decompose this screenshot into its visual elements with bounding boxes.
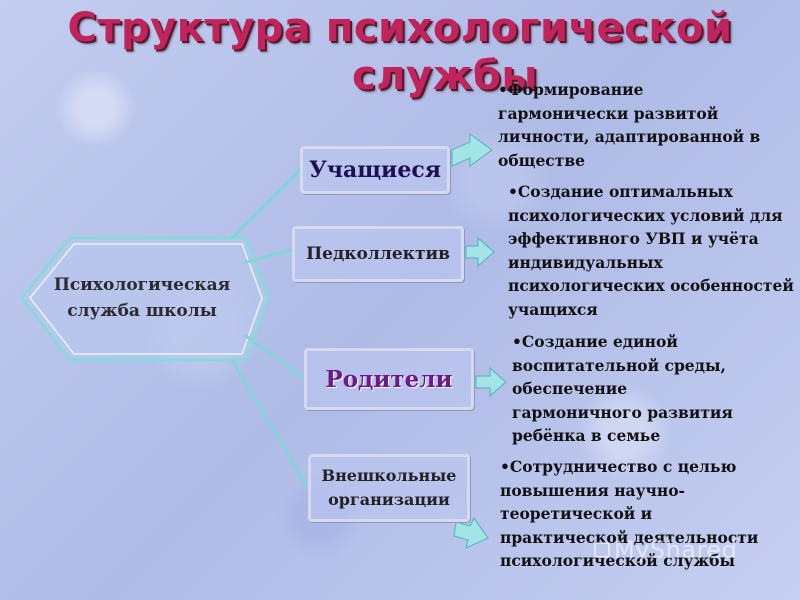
arrow-pedkollektiv: [465, 236, 495, 268]
arrow-roditeli: [475, 366, 507, 398]
center-hexagon: [20, 236, 270, 362]
center-label-line-1: Психологическая: [53, 275, 231, 295]
watermark: MyShared: [614, 536, 738, 564]
title-line-1: Структура психологической: [67, 5, 733, 51]
connector-roditeli: [244, 334, 306, 380]
connector-vneshkolnye: [230, 358, 310, 490]
arrow-vneshkolnye: [453, 516, 489, 550]
description-uchashchiesya: •Формирование гармонически развитой личн…: [498, 80, 761, 170]
connector-pedkollektiv: [244, 248, 294, 264]
description-pedkollektiv: •Создание оптимальных психологических ус…: [508, 182, 794, 319]
node-vneshkolnye-label-line-1: Внешкольные: [321, 466, 457, 485]
page-title: Структура психологической службы: [0, 4, 800, 100]
node-vneshkolnye: Внешкольные организации: [308, 454, 470, 522]
arrow-uchashchiesya: [451, 132, 494, 168]
watermark-icon: [594, 542, 610, 558]
node-roditeli-label: Родители: [325, 365, 453, 393]
description-vneshkolnye: •Сотрудничество с целью повышения научно…: [500, 457, 759, 570]
node-pedkollektiv-label: Педколлектив: [306, 244, 450, 264]
center-label-line-2: служба школы: [67, 301, 217, 321]
node-roditeli: Родители: [304, 348, 474, 410]
node-uchashchiesya: Учащиеся: [300, 146, 450, 194]
title-line-2: службы: [352, 53, 538, 99]
node-uchashchiesya-label: Учащиеся: [309, 157, 441, 183]
node-pedkollektiv: Педколлектив: [292, 226, 464, 282]
center-node-label: Психологическая служба школы: [42, 258, 242, 338]
connector-uchashchiesya: [230, 168, 302, 240]
description-roditeli: •Создание единой воспитательной среды, о…: [512, 332, 733, 445]
node-vneshkolnye-label-line-2: организации: [328, 490, 450, 509]
